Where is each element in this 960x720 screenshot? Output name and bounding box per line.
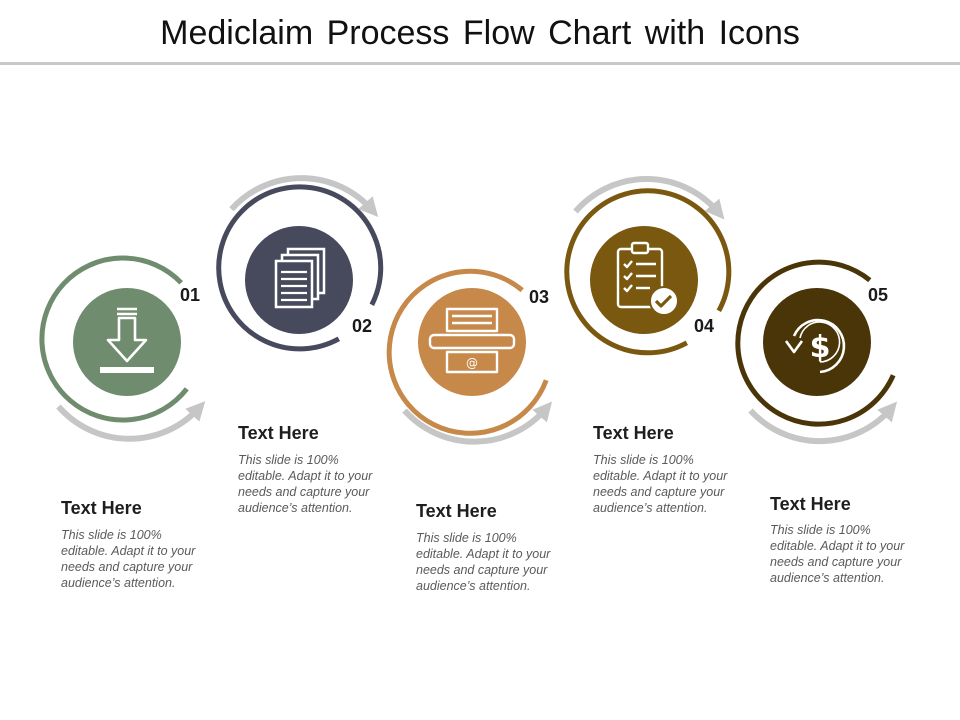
step-1-disc [73, 288, 181, 396]
step-5-disc [763, 288, 871, 396]
step-2-node [216, 175, 384, 352]
step-2-heading: Text Here [238, 423, 319, 443]
step-1-ring [39, 255, 189, 423]
step-4-ring [564, 188, 732, 356]
step-1-text: This slide is 100% editable. Adapt it to… [61, 528, 196, 590]
documents-icon [274, 247, 326, 309]
download-icon [100, 307, 154, 373]
step-2-arrow [229, 175, 379, 217]
step-4-number: 04 [694, 316, 715, 336]
step-4-text: This slide is 100% editable. Adapt it to… [593, 453, 728, 515]
svg-text:$: $ [810, 330, 831, 365]
step-4-heading: Text Here [593, 423, 674, 443]
step-3-node: @ [386, 268, 553, 445]
step-3-arrow [402, 401, 553, 445]
step-4-arrow [573, 176, 725, 220]
clipboard-check-icon [616, 241, 679, 316]
step-5-heading: Text Here [770, 494, 851, 514]
step-5-text: This slide is 100% editable. Adapt it to… [770, 523, 905, 585]
step-1-heading: Text Here [61, 498, 142, 518]
step-3-number: 03 [529, 287, 550, 307]
title-divider [0, 62, 960, 65]
fax-email-icon: @ [428, 307, 516, 374]
step-5-node: $ [735, 259, 898, 445]
step-4-node [564, 176, 732, 356]
step-3-text: This slide is 100% editable. Adapt it to… [416, 531, 551, 593]
svg-text:@: @ [466, 356, 478, 370]
step-2-ring [216, 184, 384, 352]
step-2-text: This slide is 100% editable. Adapt it to… [238, 453, 373, 515]
page-title: Mediclaim Process Flow Chart with Icons [160, 14, 800, 52]
step-2-number: 02 [352, 316, 373, 336]
step-3-disc [418, 288, 526, 396]
step-5-number: 05 [868, 285, 889, 305]
step-1-number: 01 [180, 285, 201, 305]
step-5-arrow [748, 401, 898, 445]
step-5-ring [735, 259, 896, 427]
step-1-node [39, 255, 206, 442]
step-1-arrow [56, 401, 206, 442]
dollar-refund-icon: $ [784, 318, 846, 374]
step-3-ring [386, 268, 549, 436]
step-3-heading: Text Here [416, 501, 497, 521]
